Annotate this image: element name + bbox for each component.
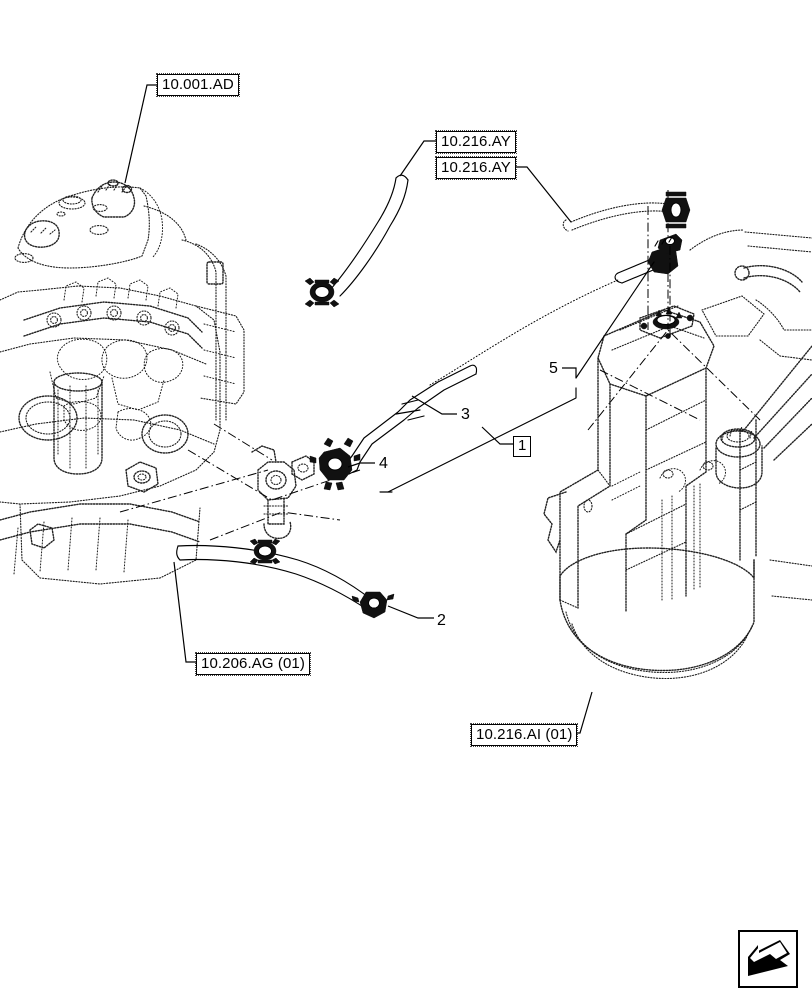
hose-end-fitting-upper-right bbox=[661, 191, 691, 229]
fuel-line-long bbox=[429, 279, 619, 386]
fuel-tank-assembly bbox=[543, 190, 812, 680]
fuel-hose-lower bbox=[176, 538, 395, 619]
callout-1[interactable]: 1 bbox=[513, 436, 532, 457]
hose-end-fitting-upper-left bbox=[304, 277, 340, 308]
engine-fuel-port bbox=[251, 445, 315, 540]
callout-2[interactable]: 2 bbox=[437, 612, 446, 629]
fuel-tube-center bbox=[309, 364, 478, 491]
engine-assembly bbox=[0, 179, 361, 585]
reference-label-10-216-ay-upper[interactable]: 10.216.AY bbox=[435, 130, 517, 154]
fuel-hose-upper-right bbox=[562, 191, 691, 232]
elbow-fitting bbox=[614, 233, 683, 336]
hose-end-fitting-left bbox=[249, 538, 281, 565]
bookmark-arrow-glyph bbox=[740, 932, 796, 986]
connector-fitting-lower bbox=[309, 437, 361, 491]
bookmark-arrow-icon[interactable] bbox=[738, 930, 798, 988]
reference-label-10-216-ai-01[interactable]: 10.216.AI (01) bbox=[469, 723, 579, 747]
reference-label-10-001-ad[interactable]: 10.001.AD bbox=[156, 73, 240, 97]
leader-lines bbox=[124, 84, 655, 734]
callout-5[interactable]: 5 bbox=[549, 360, 558, 377]
callout-4[interactable]: 4 bbox=[379, 455, 388, 472]
reference-label-10-216-ay-lower[interactable]: 10.216.AY bbox=[435, 156, 517, 180]
callout-3[interactable]: 3 bbox=[461, 406, 470, 423]
reference-label-10-206-ag-01[interactable]: 10.206.AG (01) bbox=[195, 652, 311, 676]
hose-end-connector-right bbox=[351, 591, 395, 619]
fuel-hose-upper-left bbox=[304, 174, 409, 308]
fuel-filler-cap bbox=[715, 425, 763, 489]
